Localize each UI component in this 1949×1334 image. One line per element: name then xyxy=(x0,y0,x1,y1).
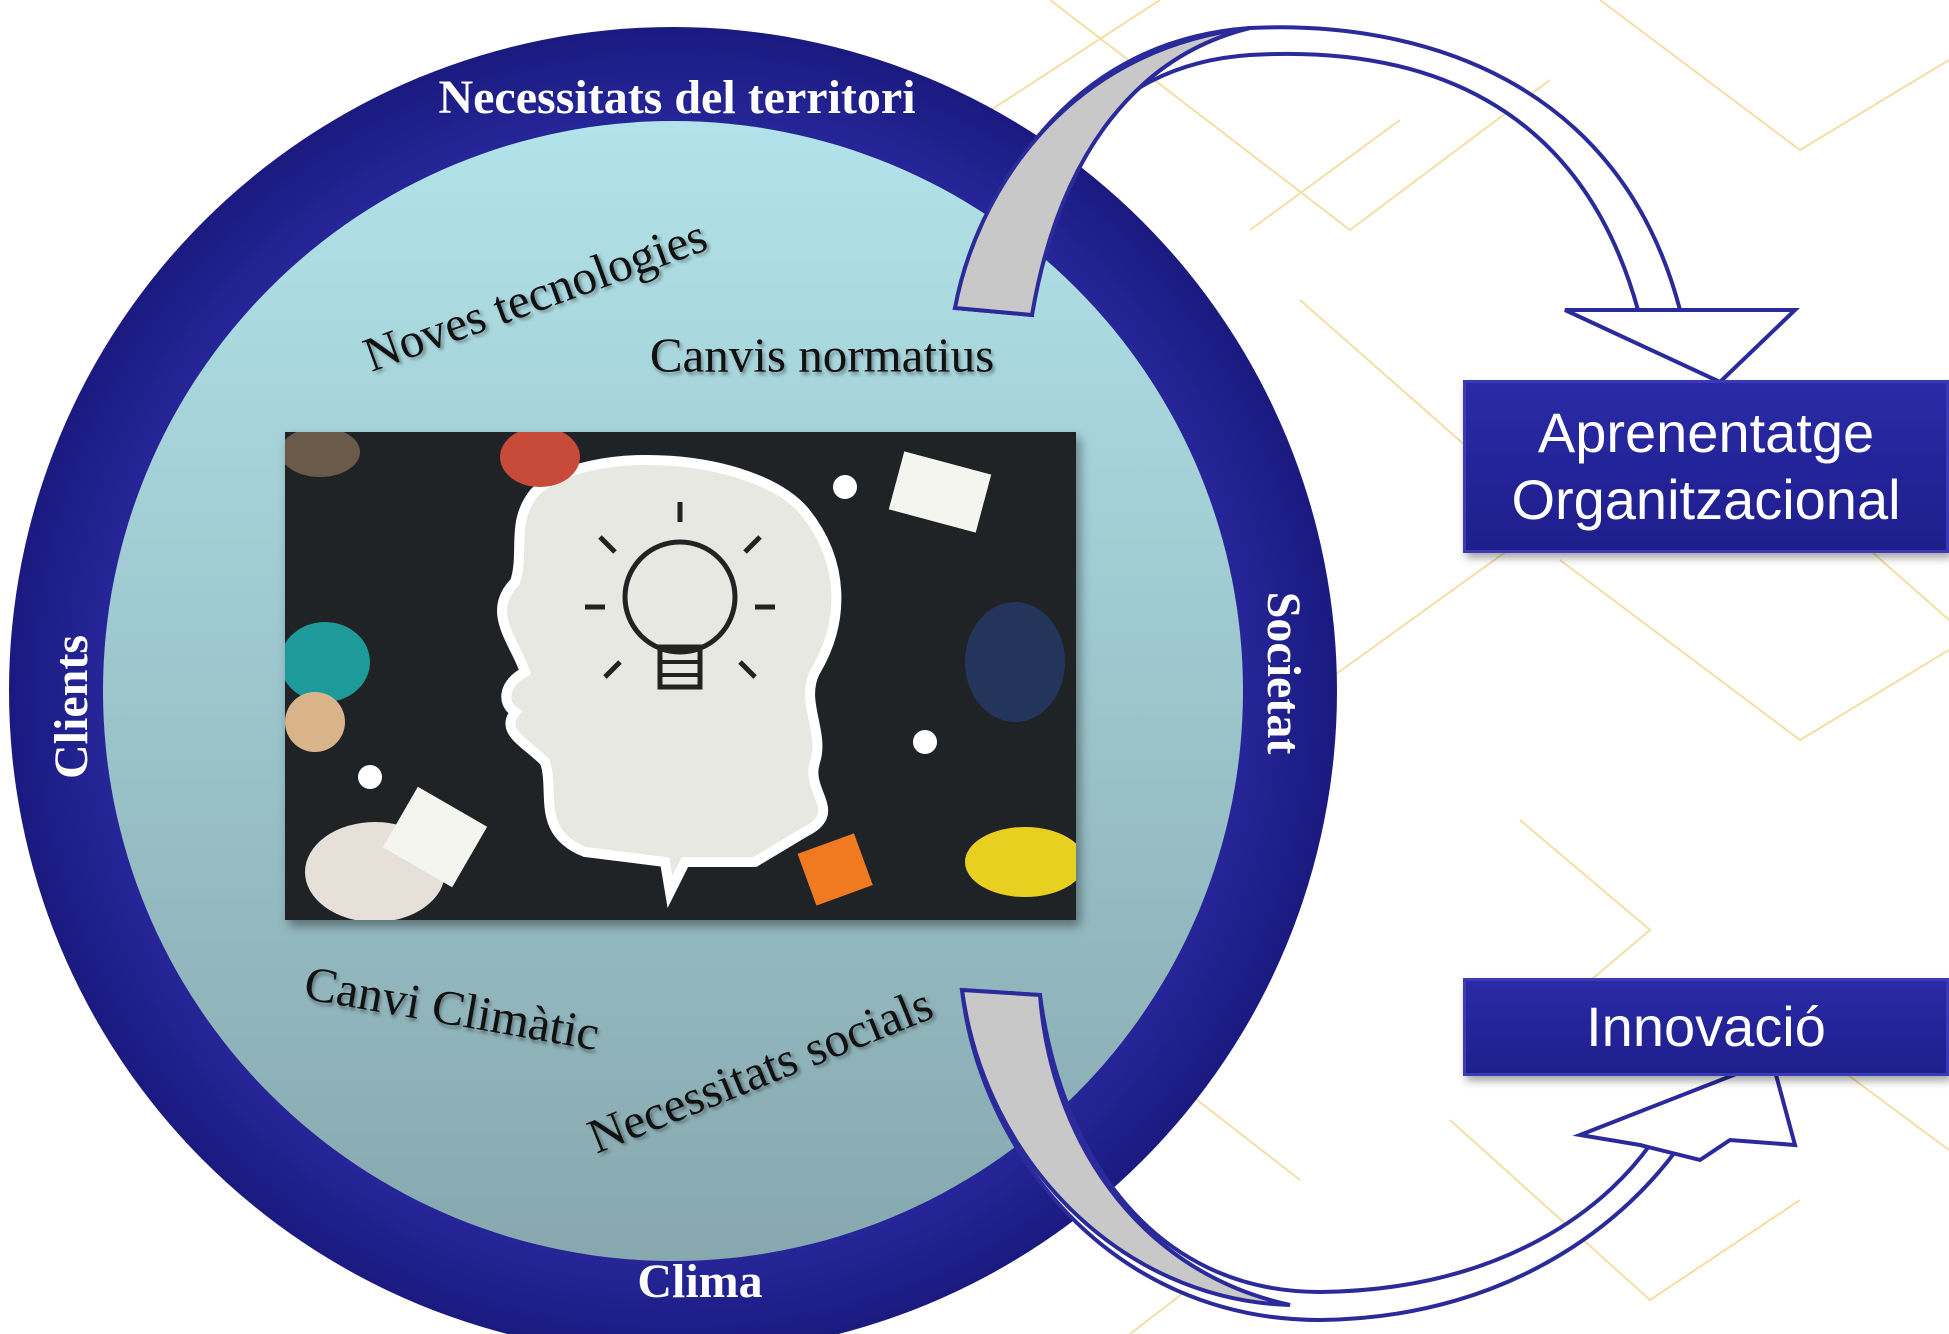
label-canvis-normatius: Canvis normatius xyxy=(649,327,995,383)
team-brainstorm-photo xyxy=(285,432,1076,920)
box-aprenentatge-organitzacional: Aprenentatge Organitzacional xyxy=(1463,380,1949,553)
ring-label-top: Necessitats del territori xyxy=(438,71,916,124)
ring-label-right: Societat xyxy=(1257,591,1310,755)
top-curved-arrow-icon xyxy=(952,25,1800,385)
aprenentatge-line1: Aprenentatge xyxy=(1537,401,1875,465)
ring-label-left: Clients xyxy=(45,635,98,779)
box-innovacio: Innovació xyxy=(1463,978,1949,1076)
ring-label-bottom: Clima xyxy=(637,1255,763,1308)
aprenentatge-line2: Organitzacional xyxy=(1511,467,1901,531)
innovacio-label: Innovació xyxy=(1586,994,1826,1058)
bottom-curved-arrow-icon xyxy=(959,987,1798,1323)
